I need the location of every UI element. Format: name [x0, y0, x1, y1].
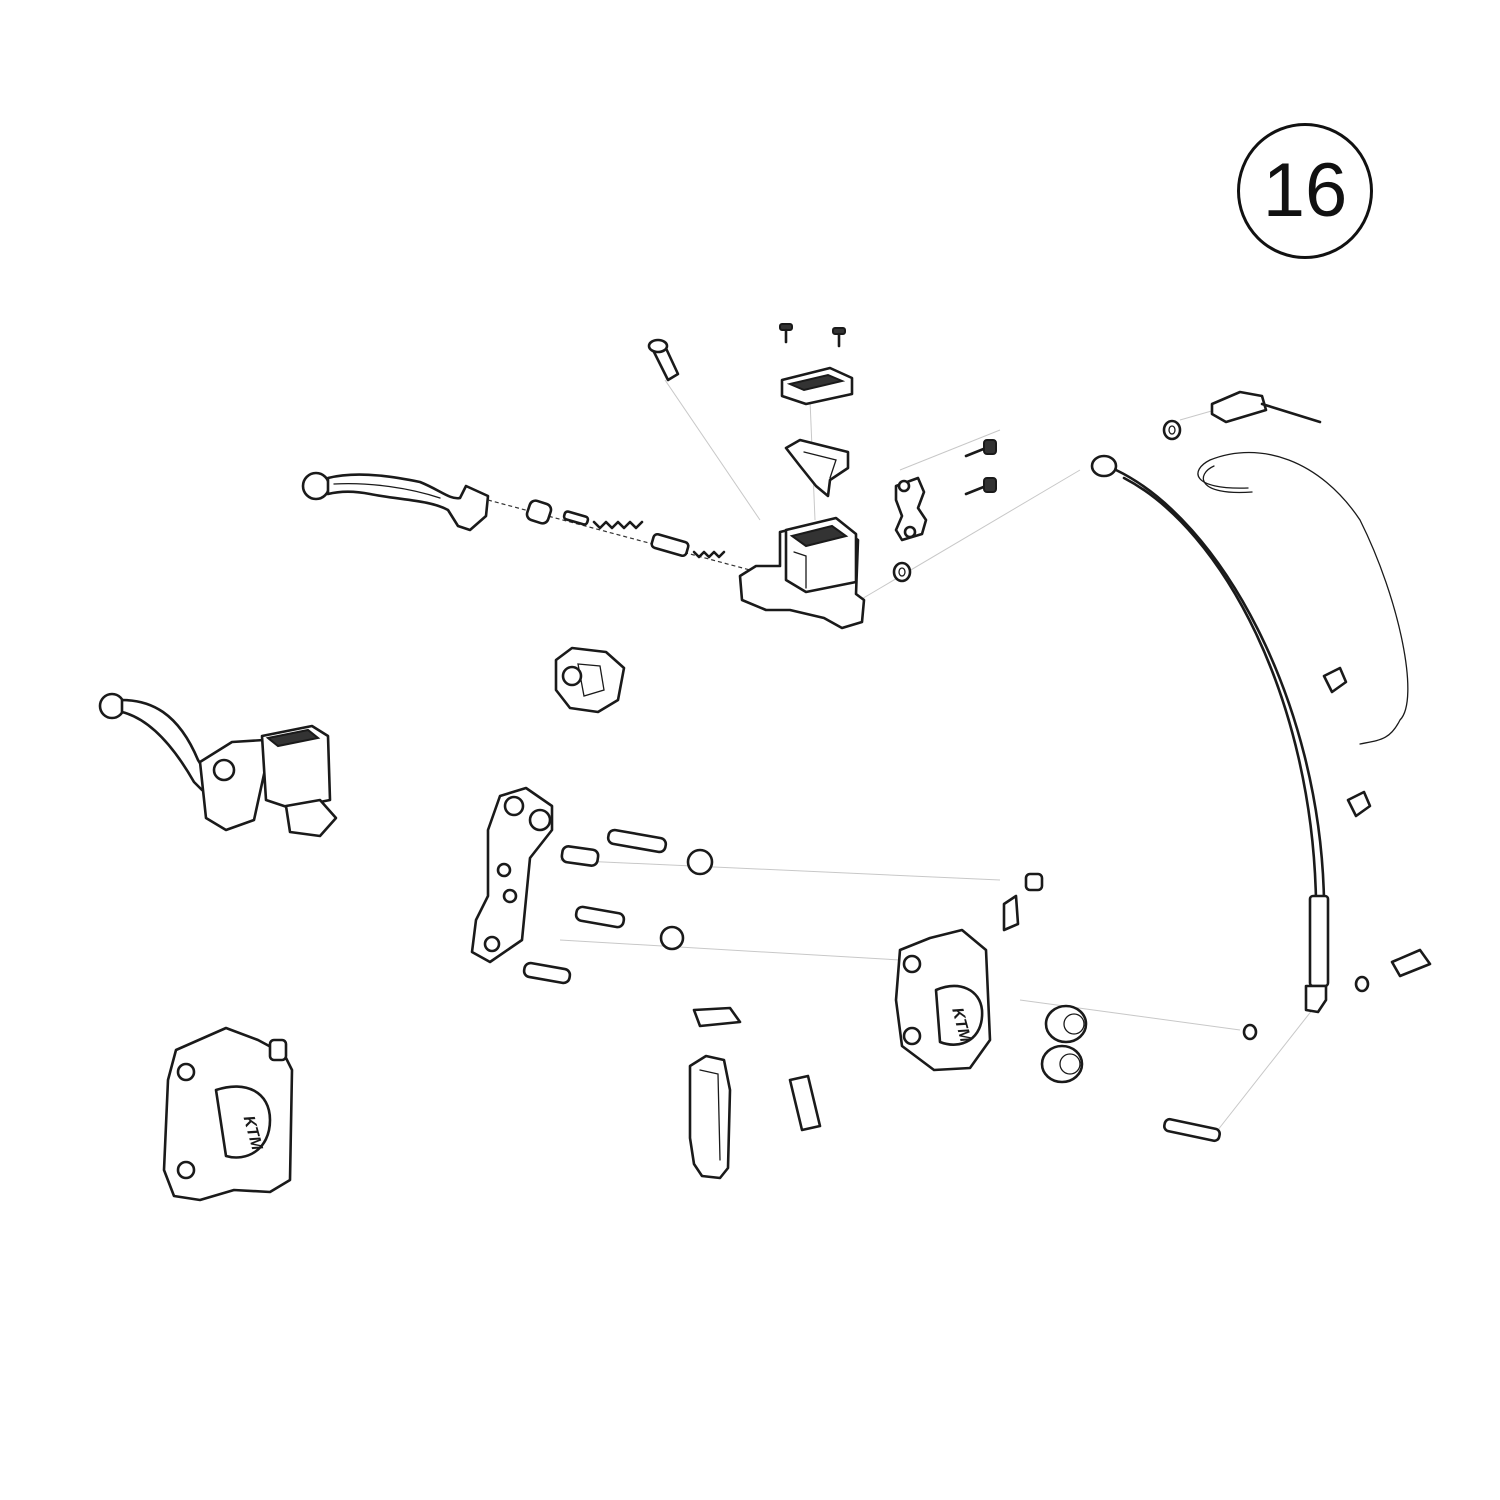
- pad-pin: [1162, 1117, 1222, 1143]
- banjo-washer: [1162, 419, 1182, 441]
- guide-pin-lower: [574, 905, 685, 951]
- brake-caliper-housing: KTM: [894, 928, 992, 1072]
- guide-pin-long-upper: [606, 828, 714, 876]
- guide-pin-upper: [560, 845, 600, 867]
- reservoir-cap-screw-right: [832, 327, 846, 348]
- explosion-guide-lines: [559, 379, 1321, 1141]
- reservoir-diaphragm: [784, 438, 850, 498]
- caliper-banjo-bolt: [1242, 948, 1432, 1041]
- brake-light-switch-cable: [1197, 452, 1409, 745]
- brake-hose: [1090, 454, 1330, 1014]
- bleeder-valve: [1002, 872, 1044, 932]
- upper-master-cylinder: [738, 516, 866, 630]
- brake-pads: [688, 1054, 732, 1180]
- pad-retaining-spring: [692, 1006, 742, 1028]
- hose-clip-lower: [1346, 790, 1372, 818]
- reservoir-cap: [780, 366, 854, 406]
- pad-anti-rattle-plate: [788, 1074, 822, 1132]
- reservoir-cap-screw-left: [779, 323, 793, 344]
- caliper-pistons: [1040, 1004, 1088, 1084]
- assembled-handbrake-unit: [98, 692, 338, 838]
- figure-number: 16: [1262, 148, 1348, 233]
- clamp-screw-lower: [964, 477, 997, 496]
- master-cylinder-piston-kit: [487, 499, 751, 571]
- hose-clip-upper: [1322, 666, 1348, 694]
- master-cylinder-cover: [554, 646, 626, 714]
- clamp-screw-upper: [964, 439, 997, 458]
- guide-pin-bottom: [522, 961, 572, 985]
- handlebar-clamp: [894, 476, 928, 542]
- upper-brake-lever: [301, 471, 490, 532]
- assembled-brake-caliper: KTM: [162, 1026, 294, 1202]
- figure-number-badge: 16: [1237, 123, 1373, 259]
- banjo-bolt: [1210, 390, 1322, 424]
- lever-pivot-bolt: [647, 338, 680, 382]
- sealing-washer: [892, 561, 912, 583]
- caliper-bracket: [470, 786, 554, 964]
